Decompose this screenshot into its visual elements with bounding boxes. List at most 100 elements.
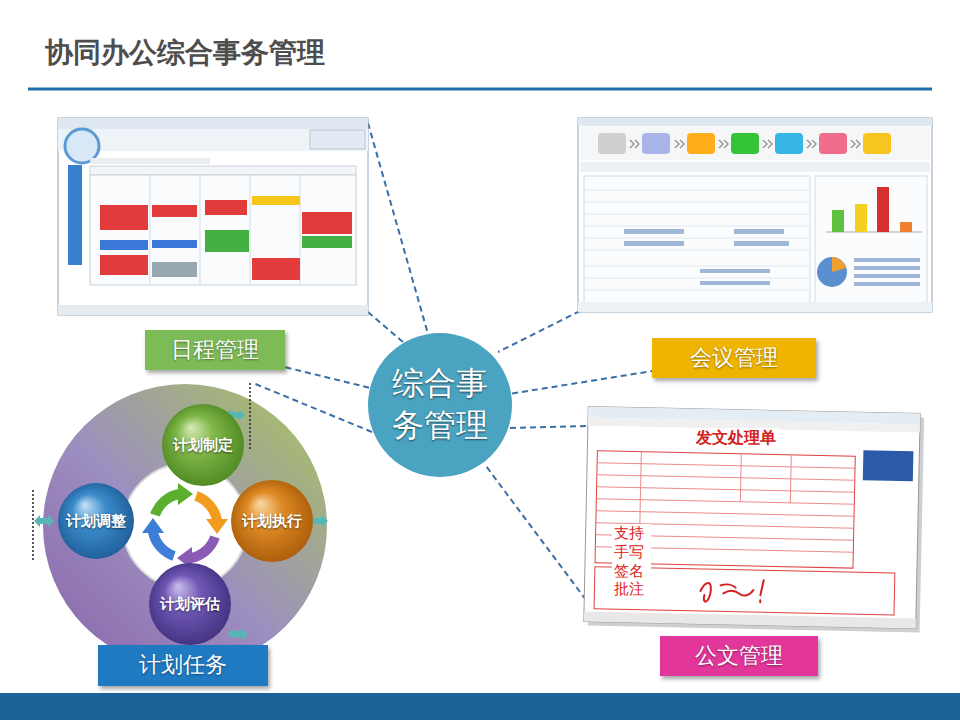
- schedule-screenshot: [250, 175, 251, 285]
- meeting-screenshot: [580, 162, 930, 172]
- meeting-screenshot: [700, 281, 770, 285]
- schedule-screenshot: [302, 212, 352, 234]
- meeting-screenshot: [580, 127, 930, 160]
- document-screenshot: [740, 454, 741, 502]
- schedule-screenshot: [58, 118, 368, 315]
- document-screenshot: [597, 463, 855, 468]
- schedule-screenshot: [205, 200, 247, 215]
- meeting-screenshot: [734, 241, 789, 246]
- schedule-screenshot: [205, 230, 249, 252]
- dotted-rule: [249, 383, 251, 450]
- schedule-screenshot: [58, 118, 368, 315]
- schedule-screenshot: [200, 175, 201, 285]
- meeting-screenshot: [584, 176, 810, 306]
- meeting-screenshot: [815, 176, 927, 306]
- meeting-screenshot: [854, 266, 920, 270]
- meeting-screenshot: [719, 140, 728, 148]
- meeting-screenshot: [624, 229, 684, 234]
- schedule-screenshot: [252, 258, 300, 280]
- schedule-screenshot: [150, 175, 300, 285]
- cycle-sphere: 计划制定: [161, 403, 245, 487]
- meeting-screenshot: [642, 133, 670, 154]
- hub-circle: 综合事 务管理: [367, 332, 513, 478]
- schedule-screenshot: [150, 175, 151, 285]
- meeting-screenshot: [584, 202, 810, 203]
- meeting-screenshot: [854, 274, 920, 278]
- bottom-band: [0, 693, 960, 720]
- meeting-screenshot: [819, 133, 847, 154]
- module-box: 会议管理: [652, 338, 816, 378]
- document-screenshot: [584, 407, 920, 629]
- plan-cycle: [43, 384, 327, 668]
- cycle-sphere-fill: [162, 404, 244, 486]
- meeting-screenshot: [598, 133, 626, 154]
- double-arrow-icon: [34, 515, 54, 527]
- module-box: 公文管理: [660, 636, 818, 676]
- plan-cycle: [153, 532, 174, 556]
- meeting-screenshot: [578, 302, 932, 312]
- meeting-screenshot: [630, 140, 639, 148]
- document-screenshot: [597, 475, 855, 480]
- dashed-connector: [512, 371, 652, 393]
- meeting-screenshot: [851, 140, 860, 148]
- plan-cycle: [191, 537, 215, 558]
- schedule-screenshot: [90, 166, 356, 175]
- dashed-leader: [510, 426, 586, 428]
- meeting-screenshot: [900, 222, 912, 232]
- schedule-screenshot: [65, 129, 99, 163]
- meeting-screenshot: [832, 210, 844, 232]
- meeting-screenshot: [584, 290, 810, 291]
- plan-cycle: [196, 496, 228, 534]
- title-rule: [28, 88, 932, 91]
- meeting-screenshot: [584, 238, 810, 239]
- meeting-screenshot: [584, 226, 810, 227]
- dashed-leader: [368, 123, 428, 334]
- meeting-screenshot: [578, 118, 932, 312]
- plan-cycle: [43, 384, 327, 668]
- schedule-screenshot: [68, 165, 82, 265]
- meeting-screenshot: [731, 133, 759, 154]
- meeting-screenshot: [630, 140, 860, 148]
- meeting-screenshot: [863, 133, 891, 154]
- meeting-screenshot: [854, 258, 920, 262]
- meeting-screenshot: [817, 257, 847, 287]
- schedule-screenshot: [310, 130, 365, 149]
- form-title: 发文处理单: [694, 428, 778, 448]
- schedule-screenshot: [100, 205, 148, 230]
- schedule-screenshot: [90, 175, 356, 285]
- plan-cycle: [178, 483, 193, 505]
- node-label: 公文管理: [695, 642, 783, 671]
- dashed-leader: [486, 466, 586, 600]
- schedule-screenshot: [90, 158, 210, 164]
- schedule-screenshot: [58, 118, 368, 129]
- node-label: 综合事 务管理: [388, 363, 492, 446]
- plan-cycle: [155, 483, 193, 515]
- document-screenshot: [700, 579, 763, 603]
- plan-cycle: [142, 518, 164, 533]
- schedule-screenshot: [252, 196, 300, 205]
- document-screenshot: [584, 407, 925, 633]
- node-label: 会议管理: [690, 344, 778, 373]
- page-title: 协同办公综合事务管理: [45, 34, 325, 72]
- meeting-screenshot: [855, 204, 867, 232]
- node-label: 计划制定: [173, 435, 233, 455]
- schedule-screenshot: [152, 262, 197, 277]
- callout-note: 支持 手写 签名 批注: [612, 524, 651, 599]
- meeting-screenshot: [807, 140, 816, 148]
- node-label: 计划执行: [242, 511, 302, 531]
- meeting-screenshot: [578, 118, 932, 312]
- document-screenshot: [790, 455, 791, 503]
- dotted-rule: [32, 490, 34, 560]
- dashed-leader: [498, 311, 580, 352]
- meeting-screenshot: [763, 140, 772, 148]
- schedule-screenshot: [152, 240, 197, 248]
- plan-cycle: [206, 519, 228, 534]
- cycle-sphere-fill: [231, 480, 313, 562]
- meeting-screenshot: [832, 257, 846, 272]
- cycle-sphere: 计划调整: [57, 482, 135, 560]
- meeting-screenshot: [584, 250, 810, 251]
- document-screenshot: [863, 450, 914, 481]
- node-label: 计划评估: [160, 594, 220, 614]
- plan-cycle: [196, 496, 217, 520]
- hub-circle-fill: [368, 333, 512, 477]
